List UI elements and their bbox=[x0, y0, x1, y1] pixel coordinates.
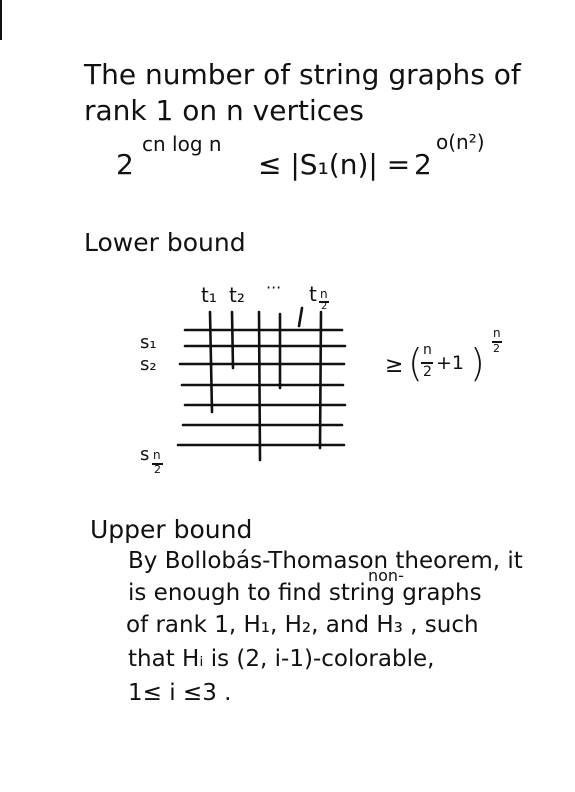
formula-relation: ≤ |S₁(n)| = bbox=[258, 148, 411, 181]
upper-bound-line-2: is enough to find string graphs bbox=[128, 580, 482, 606]
sn-label: s bbox=[140, 444, 150, 465]
grid-v-line bbox=[208, 310, 214, 414]
formula-lhs-exponent: cn log n bbox=[142, 132, 222, 156]
sn-subscript-den: 2 bbox=[154, 463, 161, 476]
upper-bound-insert-note: non- bbox=[368, 566, 404, 585]
bound-frac-den: 2 bbox=[423, 364, 432, 380]
sn-subscript-num: n bbox=[153, 448, 161, 462]
tn-label: t bbox=[309, 282, 317, 306]
t-ellipsis-label: ··· bbox=[266, 278, 282, 297]
sn-subscript-bar bbox=[152, 463, 163, 465]
bound-open-paren: ( bbox=[408, 341, 423, 385]
grid-v-line bbox=[318, 310, 323, 450]
grid-v-line bbox=[230, 310, 235, 370]
lower-bound-heading: Lower bound bbox=[84, 228, 246, 257]
title-line-1: The number of string graphs of bbox=[84, 58, 521, 91]
upper-bound-line-4: that Hᵢ is (2, i-1)-colorable, bbox=[128, 646, 435, 672]
bound-exp-bar bbox=[492, 341, 502, 343]
tn-subscript-den: 2 bbox=[321, 301, 328, 312]
formula-rhs-base: 2 bbox=[414, 148, 432, 181]
grid-v-line bbox=[257, 310, 262, 462]
title-line-2: rank 1 on n vertices bbox=[84, 94, 364, 127]
bound-frac-bar bbox=[421, 362, 433, 364]
bound-exp-den: 2 bbox=[493, 342, 500, 355]
t2-label: t₂ bbox=[229, 283, 245, 307]
bound-frac-num: n bbox=[423, 342, 432, 358]
formula-lhs-base: 2 bbox=[116, 148, 134, 181]
bound-plus-one: +1 bbox=[436, 352, 465, 374]
upper-bound-line-5: 1≤ i ≤3 . bbox=[128, 680, 232, 706]
bound-close-paren: ) bbox=[470, 341, 485, 385]
bound-exp-num: n bbox=[493, 326, 501, 340]
upper-bound-line-1: By Bollobás-Thomason theorem, it bbox=[128, 548, 523, 574]
s2-label: s₂ bbox=[140, 354, 157, 375]
upper-bound-heading: Upper bound bbox=[90, 515, 253, 544]
upper-bound-line-3: of rank 1, H₁, H₂, and H₃ , such bbox=[126, 612, 479, 638]
grid-v-line bbox=[297, 306, 304, 328]
t1-label: t₁ bbox=[201, 283, 217, 307]
formula-rhs-exponent: o(n²) bbox=[436, 130, 485, 154]
tn-subscript-num: n bbox=[320, 287, 328, 301]
bound-geq: ≥ bbox=[385, 353, 404, 378]
page-edge-mark bbox=[0, 0, 2, 40]
s1-label: s₁ bbox=[140, 332, 157, 353]
tn-subscript-bar bbox=[319, 301, 329, 303]
